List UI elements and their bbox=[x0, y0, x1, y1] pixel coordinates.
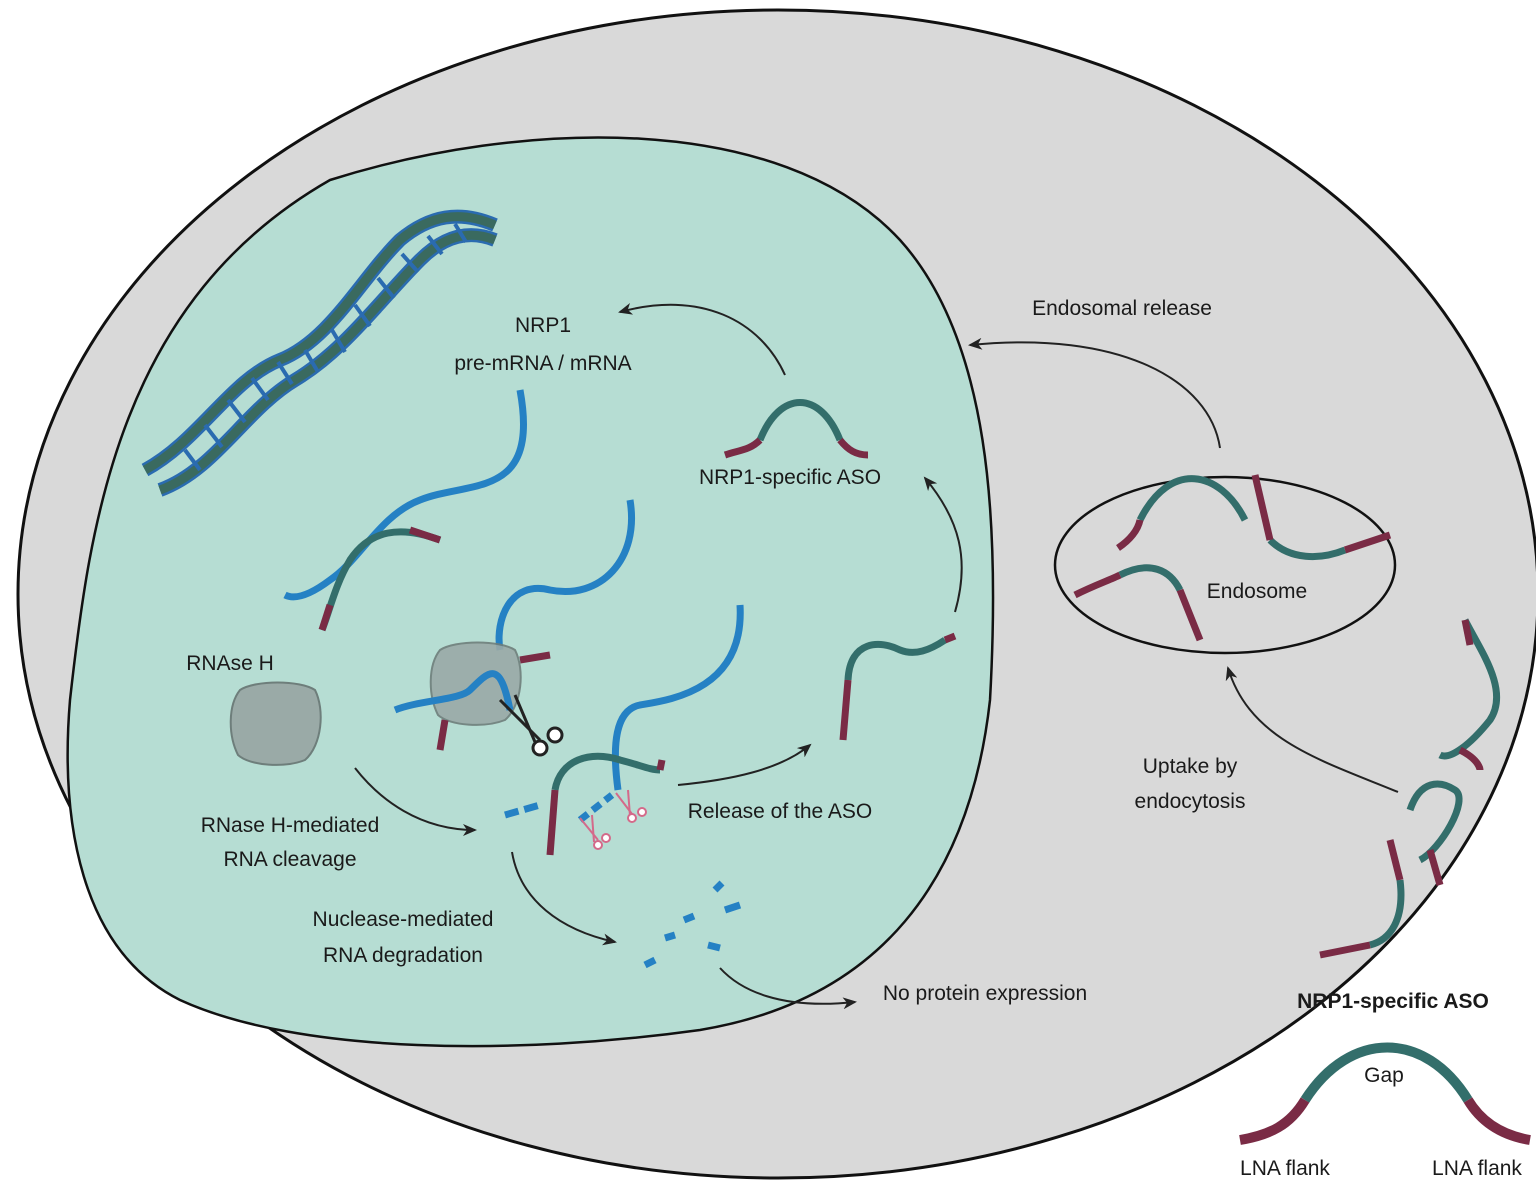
label-no-protein: No protein expression bbox=[883, 982, 1087, 1005]
label-uptake-2: endocytosis bbox=[1135, 790, 1246, 813]
arrow-to-cleavage bbox=[354, 767, 477, 836]
arrow-to-nrp1 bbox=[618, 303, 786, 376]
label-cleavage-1: RNase H-mediated bbox=[201, 814, 380, 837]
cleaved-mrna bbox=[504, 604, 744, 856]
legend-title: NRP1-specific ASO bbox=[1297, 990, 1489, 1013]
mrna-aso-duplex bbox=[283, 389, 527, 632]
label-aso-inside: NRP1-specific ASO bbox=[699, 466, 881, 489]
arrow-release-aso bbox=[677, 743, 812, 786]
legend-aso bbox=[1239, 1042, 1531, 1145]
label-degradation-2: RNA degradation bbox=[323, 944, 483, 967]
external-asos bbox=[1319, 618, 1501, 959]
arrow-uptake bbox=[1225, 666, 1399, 793]
released-aso bbox=[839, 632, 957, 741]
aso-top bbox=[723, 399, 869, 459]
label-pre-mrna: pre-mRNA / mRNA bbox=[454, 352, 631, 375]
process-arrows bbox=[354, 303, 1399, 1010]
scissors-icon bbox=[498, 694, 564, 757]
rnase-h-complex bbox=[393, 499, 635, 757]
dna-helix bbox=[141, 209, 498, 497]
label-uptake-1: Uptake by bbox=[1143, 755, 1238, 778]
legend-flank-right: LNA flank bbox=[1432, 1157, 1522, 1180]
arrow-to-degradation bbox=[511, 851, 617, 946]
rna-fragments bbox=[643, 880, 742, 969]
label-rnase-h: RNAse H bbox=[186, 652, 274, 675]
arrow-no-protein bbox=[719, 967, 857, 1010]
legend-gap: Gap bbox=[1364, 1064, 1404, 1087]
endosome bbox=[1053, 475, 1397, 655]
arrow-to-aso bbox=[923, 476, 963, 613]
label-nrp1: NRP1 bbox=[515, 314, 571, 337]
label-release-aso: Release of the ASO bbox=[688, 800, 872, 823]
endosome-asos bbox=[1073, 474, 1392, 642]
arrow-endosomal-release bbox=[968, 337, 1221, 449]
legend-flank-left: LNA flank bbox=[1240, 1157, 1330, 1180]
label-cleavage-2: RNA cleavage bbox=[223, 848, 356, 871]
label-endosomal-release: Endosomal release bbox=[1032, 297, 1212, 320]
small-scissors-icon bbox=[579, 789, 647, 850]
label-endosome: Endosome bbox=[1207, 580, 1307, 603]
label-degradation-1: Nuclease-mediated bbox=[313, 908, 494, 931]
rnase-h-enzyme bbox=[229, 681, 322, 766]
